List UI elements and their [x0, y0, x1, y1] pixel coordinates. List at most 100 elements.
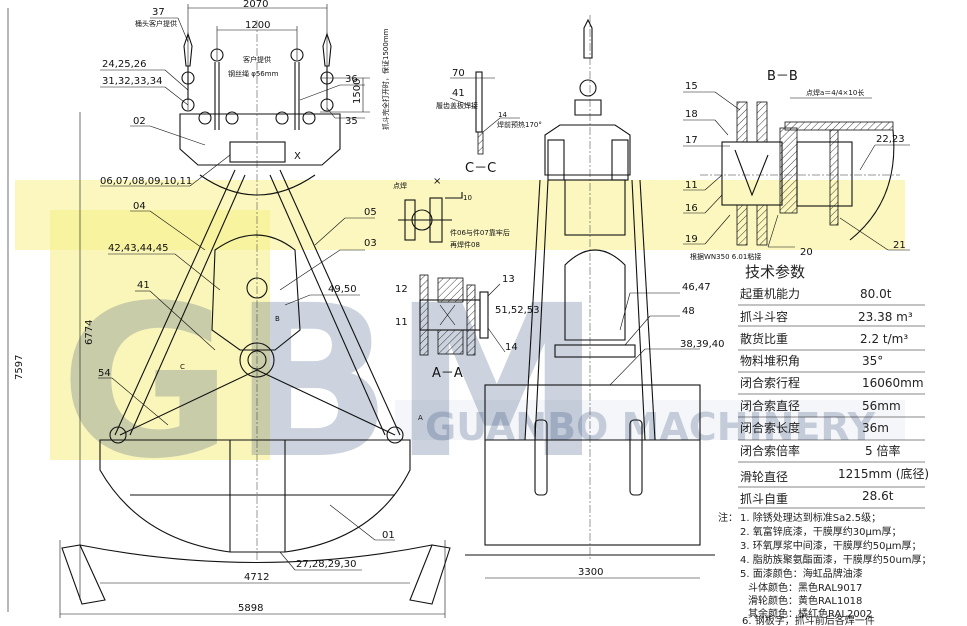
bb-title: B－B — [767, 69, 798, 84]
svg-text:36m: 36m — [862, 421, 889, 435]
part-27: 27,28,29,30 — [296, 559, 356, 570]
rope-note: 钢丝绳 φ56mm — [228, 69, 279, 78]
spot-weld-label: 点焊 — [393, 181, 407, 190]
part-35: 35 — [345, 116, 358, 127]
mark-a: A — [418, 414, 423, 422]
dim-3300: 3300 — [578, 567, 603, 578]
spec-row: 闭合索倍率 5 倍率 — [738, 443, 925, 463]
svg-text:16060mm: 16060mm — [862, 376, 924, 390]
spec-row: 抓斗自重 28.6t — [738, 489, 925, 509]
dim-1200: 1200 — [245, 20, 270, 31]
part-04: 04 — [133, 201, 146, 212]
svg-text:闭合索倍率: 闭合索倍率 — [740, 443, 800, 458]
spec-row: 抓斗斗容 23.38 m³ — [738, 309, 925, 327]
weld-10: 10 — [463, 194, 472, 202]
aa-part-14: 14 — [505, 342, 518, 353]
svg-text:起重机能力: 起重机能力 — [740, 287, 800, 301]
bb-part-19: 19 — [685, 234, 698, 245]
weld-note-1: 件06与件07靠牢后 — [450, 228, 510, 237]
note-line: 2. 氧富锌底漆，干膜厚约30μm厚； — [740, 525, 902, 538]
spec-row: 闭合索行程 16060mm — [738, 375, 925, 395]
svg-text:抓斗自重: 抓斗自重 — [740, 492, 788, 506]
dim-6774: 6774 — [84, 320, 95, 345]
note-line: 4. 脂肪族聚氨酯面漆，干膜厚约50um厚； — [740, 553, 932, 566]
bb-part-16: 16 — [685, 203, 698, 214]
weld-14: 14 — [498, 111, 507, 119]
bb-part-21: 21 — [893, 240, 906, 251]
part-46: 46,47 — [682, 282, 711, 293]
part-02: 02 — [133, 116, 146, 127]
bb-part-20: 20 — [800, 247, 813, 258]
svg-text:闭合索长度: 闭合索长度 — [740, 420, 800, 435]
customer-note: 客户提供 — [243, 55, 271, 64]
aa-part-13: 13 — [502, 274, 515, 285]
weld-note-2: 再焊件08 — [450, 240, 480, 249]
dim-7597: 7597 — [14, 355, 25, 380]
note-line: 1. 除锈处理达到标准Sa2.5级； — [740, 511, 881, 524]
note-line: 3. 环氧厚浆中间漆，干膜厚约50μm厚； — [740, 539, 922, 552]
open-note: 抓斗完全打开时，保证1500mm — [381, 28, 390, 130]
aa-part-11: 11 — [395, 317, 408, 328]
side-view: 3300 46,47 48 38,39,40 — [465, 15, 725, 579]
svg-text:散货比重: 散货比重 — [740, 331, 788, 346]
svg-text:物料堆积角: 物料堆积角 — [740, 354, 800, 368]
note-line: 斗体颜色：黑色RAL9017 — [748, 581, 862, 594]
bb-weld-note: 点焊a＝4/4×10长 — [806, 88, 864, 97]
note-line: 滑轮颜色：黄色RAL1018 — [748, 594, 862, 607]
part-06: 06,07,08,09,10,11 — [100, 176, 192, 187]
part-05: 05 — [364, 207, 377, 218]
bb-note: 根据WN350 6.01粘接 — [690, 252, 761, 261]
mark-b: B — [275, 315, 280, 323]
watermark-logo: GBM — [60, 260, 601, 505]
dim-70: 70 — [452, 68, 465, 79]
bb-part-17: 17 — [685, 135, 698, 146]
section-b-b: B－B 点焊a＝4/4×10长 15 18 17 11 16 19 20 — [683, 69, 910, 261]
part-37-note: 桶头客户提供 — [135, 19, 177, 28]
aa-part-12: 12 — [395, 284, 408, 295]
part-42: 42,43,44,45 — [108, 243, 168, 254]
svg-text:5 倍率: 5 倍率 — [865, 443, 900, 458]
dim-4712: 4712 — [244, 572, 269, 583]
svg-text:2.2 t/m³: 2.2 t/m³ — [860, 332, 908, 346]
cc-note-2: 焊前预热170° — [497, 120, 542, 129]
svg-text:80.0t: 80.0t — [860, 287, 892, 301]
part-24: 24,25,26 — [102, 59, 147, 70]
notes: 注： 1. 除锈处理达到标准Sa2.5级； 2. 氧富锌底漆，干膜厚约30μm厚… — [718, 511, 932, 626]
svg-text:28.6t: 28.6t — [862, 489, 894, 503]
svg-text:23.38 m³: 23.38 m³ — [858, 310, 913, 324]
svg-text:1215mm (底径): 1215mm (底径) — [838, 466, 929, 481]
notes-prefix: 注： — [718, 511, 738, 524]
x-detail-mark: × — [433, 176, 441, 187]
x-mark: X — [294, 151, 301, 162]
spec-row: 闭合索长度 36m — [738, 420, 925, 441]
note-line: 6. 钢板字，抓斗前后各焊一件 — [742, 614, 875, 626]
dim-2070: 2070 — [243, 0, 268, 10]
aa-part-51: 51,52,53 — [495, 305, 540, 316]
cc-title: C－C — [465, 161, 496, 176]
front-view: 2070 1200 1500 抓斗完全打开时，保证1500mm — [7, 0, 451, 618]
bb-part-11: 11 — [685, 180, 698, 191]
spec-table: 技术参数 起重机能力 80.0t 抓斗斗容 23.38 m³ 散货比重 2.2 t/m… — [738, 263, 929, 509]
note-line: 其余颜色：橘红色RAL2002 — [748, 607, 872, 620]
dim-5898: 5898 — [238, 603, 263, 614]
svg-text:抓斗斗容: 抓斗斗容 — [740, 309, 788, 324]
part-49: 49,50 — [328, 284, 357, 295]
cc-part-41: 41 — [452, 88, 465, 99]
dim-1500: 1500 — [352, 79, 363, 104]
spec-row: 散货比重 2.2 t/m³ — [738, 331, 925, 351]
svg-text:滑轮直径: 滑轮直径 — [740, 470, 788, 484]
bb-part-18: 18 — [685, 109, 698, 120]
part-38: 38,39,40 — [680, 339, 725, 350]
svg-text:闭合索直径: 闭合索直径 — [740, 398, 800, 413]
bb-part-15: 15 — [685, 81, 698, 92]
svg-text:闭合索行程: 闭合索行程 — [740, 375, 800, 390]
spec-row: 起重机能力 80.0t — [738, 287, 925, 306]
spec-title: 技术参数 — [745, 263, 805, 281]
cc-note-1: 履齿盖板焊接 — [436, 101, 478, 110]
watermark-text: GUANBO MACHINERY — [425, 405, 876, 449]
bb-part-22: 22,23 — [876, 134, 905, 145]
section-a-a: 12 11 13 51,52,53 14 A－A — [395, 274, 540, 381]
